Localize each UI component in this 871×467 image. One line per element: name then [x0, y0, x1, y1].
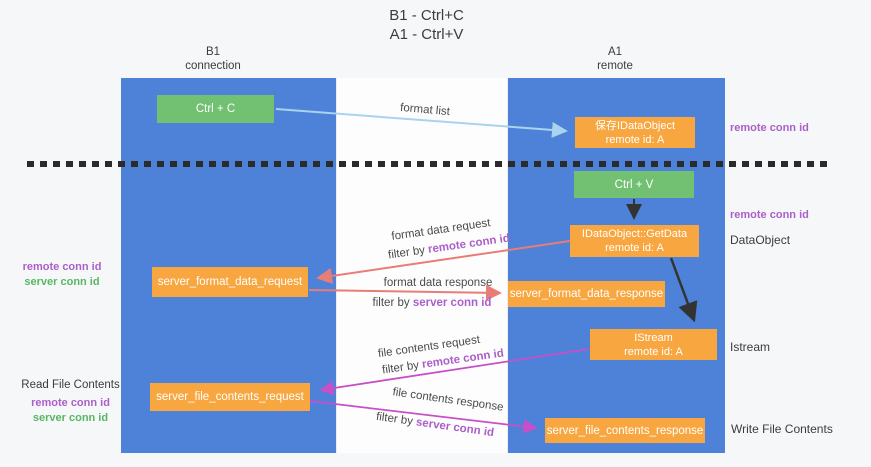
format-data-response-label: format data response	[383, 277, 493, 289]
ctrl-c-label: Ctrl + C	[195, 103, 236, 115]
dataobject-label: DataObject	[730, 233, 791, 247]
server-format-data-response-box: server_format_data_response	[508, 281, 665, 307]
ctrl-v-label: Ctrl + V	[614, 178, 654, 191]
istream-line2: remote id: A	[624, 345, 683, 358]
server-conn-id-label-left: server conn id	[24, 276, 100, 288]
server-conn-id-label-left2: server conn id	[32, 412, 109, 424]
lane-b1-role: connection	[185, 60, 241, 72]
server-format-data-request-box: server_format_data_request	[152, 267, 308, 297]
left-conn-ids-upper: remote conn id server conn id	[12, 260, 112, 290]
dashed-separator	[27, 161, 828, 167]
write-file-contents-label: Write File Contents	[731, 422, 833, 436]
ctrl-c-box: Ctrl + C	[157, 95, 274, 123]
remote-conn-id-label-left: remote conn id	[22, 261, 102, 273]
idataobject-getdata-box: IDataObject::GetData remote id: A	[570, 225, 699, 257]
server-file-contents-request-box: server_file_contents_request	[150, 383, 310, 411]
istream-line1: IStream	[634, 331, 673, 344]
server-conn-id-text: server conn id	[412, 297, 492, 309]
server-file-contents-response-box: server_file_contents_response	[545, 418, 705, 443]
istream-box: IStream remote id: A	[590, 329, 717, 360]
server-format-data-response-label: server_format_data_response	[509, 288, 664, 300]
ctrl-v-box: Ctrl + V	[574, 171, 694, 198]
save-idataobject-line1: 保存IDataObject	[594, 119, 676, 132]
save-idataobject-box: 保存IDataObject remote id: A	[575, 117, 695, 148]
getdata-line1: IDataObject::GetData	[581, 228, 688, 240]
read-file-contents-label: Read File Contents	[21, 379, 120, 391]
lane-a1-name: A1	[607, 46, 623, 58]
server-format-data-request-label: server_format_data_request	[157, 276, 303, 288]
remote-conn-id-label-mid: remote conn id	[730, 209, 809, 221]
lane-a1-role: remote	[597, 60, 633, 72]
lane-b1-name: B1	[205, 46, 221, 58]
getdata-line2: remote id: A	[605, 242, 664, 254]
filter-by-server-1: filter by server conn id	[373, 297, 492, 309]
save-idataobject-line2: remote id: A	[605, 133, 665, 146]
left-conn-ids-lower: Read File Contents remote conn id server…	[8, 378, 133, 426]
server-file-contents-response-label: server_file_contents_response	[546, 424, 704, 437]
title-line-2: A1 - Ctrl+V	[389, 26, 464, 43]
page-title: B1 - Ctrl+C A1 - Ctrl+V	[0, 6, 853, 44]
filter-by-text: filter by	[372, 297, 410, 309]
title-line-1: B1 - Ctrl+C	[389, 7, 464, 24]
remote-conn-id-label-left2: remote conn id	[31, 397, 110, 409]
remote-conn-id-label-top: remote conn id	[730, 122, 809, 134]
istream-side-label: Istream	[730, 340, 771, 354]
server-file-contents-request-label: server_file_contents_request	[156, 391, 304, 403]
lane-b1-header: B1 connection	[153, 45, 273, 73]
lane-a1-header: A1 remote	[555, 45, 675, 73]
